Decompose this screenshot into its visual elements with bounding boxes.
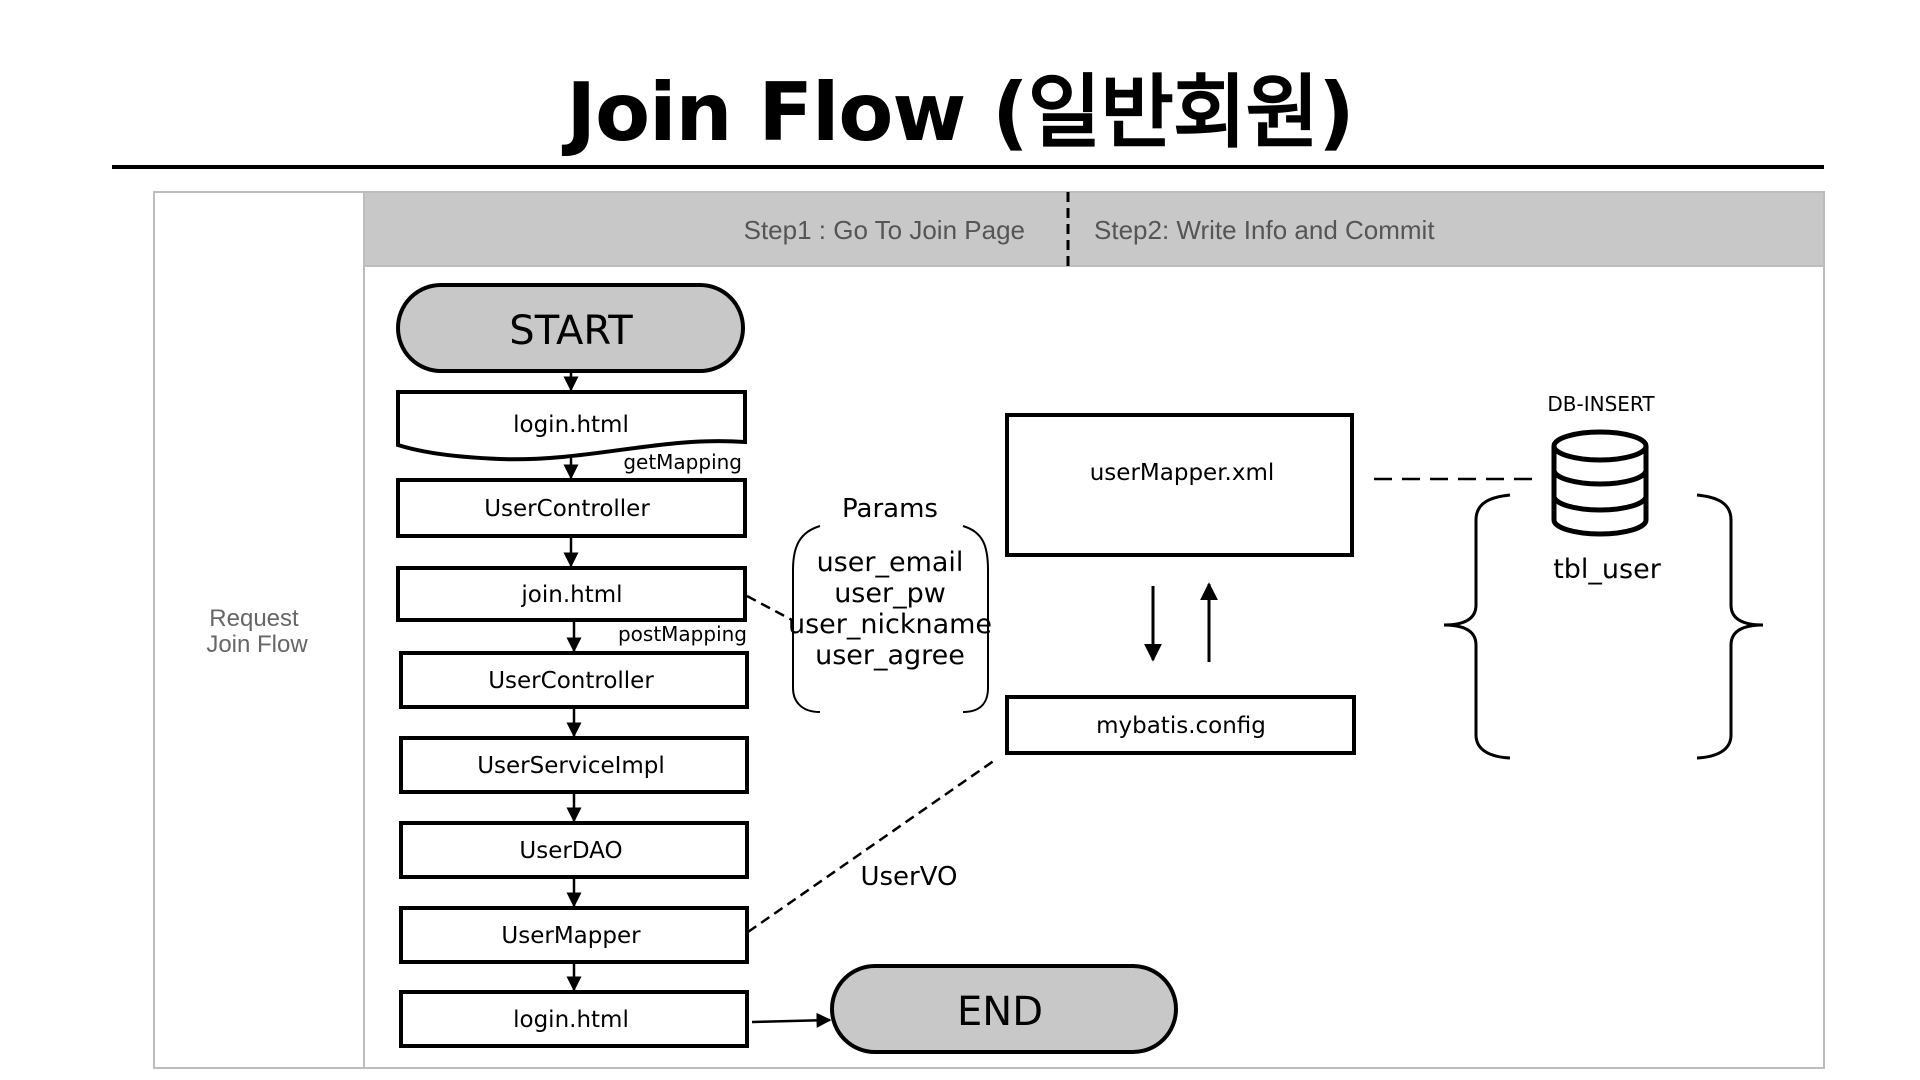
lane-label-line1: Request [209, 605, 299, 632]
param-user-nickname: user_nickname [788, 609, 992, 640]
lane-label-line2: Join Flow [206, 631, 308, 658]
user-controller-post-node [399, 651, 749, 709]
uservo-label: UserVO [860, 862, 957, 892]
arrow-login-to-end [751, 1012, 832, 1028]
step2-label: Step2: Write Info and Commit [1094, 215, 1435, 245]
user-service-node [399, 736, 749, 794]
get-mapping-label: getMapping [623, 450, 742, 474]
params-left-bracket [792, 525, 821, 713]
param-user-pw: user_pw [834, 578, 946, 609]
end-label: END [957, 989, 1043, 1035]
flow-arrows [563, 371, 832, 1028]
user-dao-node [399, 821, 749, 879]
login-result-node [399, 990, 749, 1048]
mapper-to-config-connector [747, 758, 996, 934]
user-controller-get-label: UserController [484, 496, 650, 522]
params-right-bracket [962, 525, 989, 713]
mybatis-config-label: mybatis.config [1096, 713, 1266, 739]
login-result-label: login.html [513, 1007, 629, 1033]
user-dao-label: UserDAO [519, 838, 622, 864]
db-left-brace [1443, 493, 1511, 760]
step-header-band [363, 191, 1825, 267]
db-table-label: tbl_user [1553, 554, 1662, 585]
db-insert-label: DB-INSERT [1547, 392, 1655, 416]
db-right-brace [1696, 493, 1764, 760]
param-user-agree: user_agree [815, 640, 965, 671]
user-controller-post-label: UserController [488, 668, 654, 694]
step1-label: Step1 : Go To Join Page [744, 215, 1025, 245]
mapper-xml-label: userMapper.xml [1090, 460, 1275, 486]
mybatis-config-node [1005, 695, 1356, 755]
start-label: START [509, 308, 633, 354]
title-divider [112, 165, 1824, 169]
login-page-label: login.html [513, 412, 629, 438]
mapper-xml-node [1005, 413, 1354, 557]
end-terminal [830, 964, 1178, 1054]
param-user-email: user_email [817, 547, 964, 578]
post-mapping-label: postMapping [618, 622, 747, 646]
page-title: Join Flow (일반회원) [566, 66, 1354, 159]
user-service-label: UserServiceImpl [477, 753, 665, 779]
join-page-label: join.html [520, 582, 622, 608]
database-icon [1551, 429, 1649, 537]
params-title: Params [842, 494, 938, 524]
user-mapper-label: UserMapper [501, 923, 641, 949]
login-page-node [396, 390, 747, 462]
join-to-params-connector [746, 594, 793, 622]
join-page-node [396, 566, 747, 622]
